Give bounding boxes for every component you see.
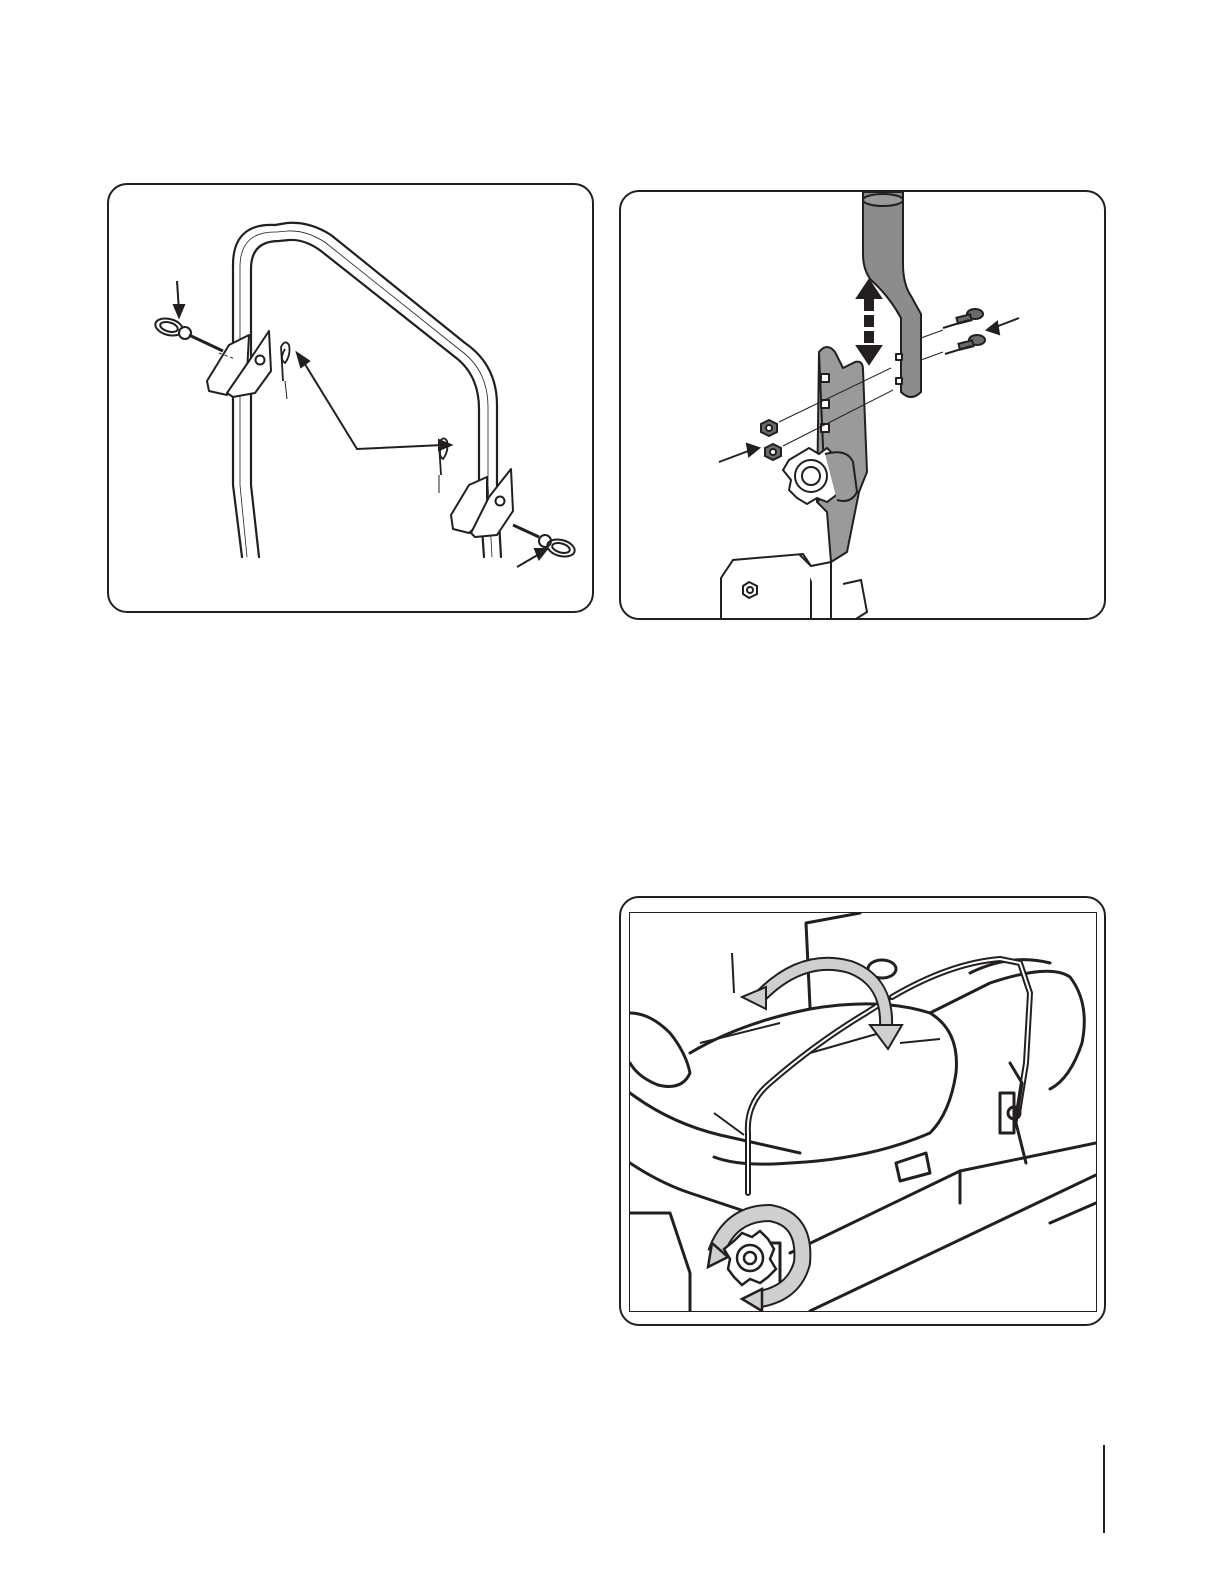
figure-handle-adjustment — [619, 190, 1106, 620]
handle-adjustment-illustration — [621, 192, 1106, 620]
handle-fold-illustration — [630, 913, 1096, 1311]
figure-handle-frame-pins — [107, 183, 594, 613]
handle-fold-frame — [629, 912, 1097, 1312]
page-number-rule — [1103, 1445, 1105, 1533]
handle-frame-illustration — [109, 185, 594, 613]
figure-handle-fold — [619, 896, 1106, 1326]
